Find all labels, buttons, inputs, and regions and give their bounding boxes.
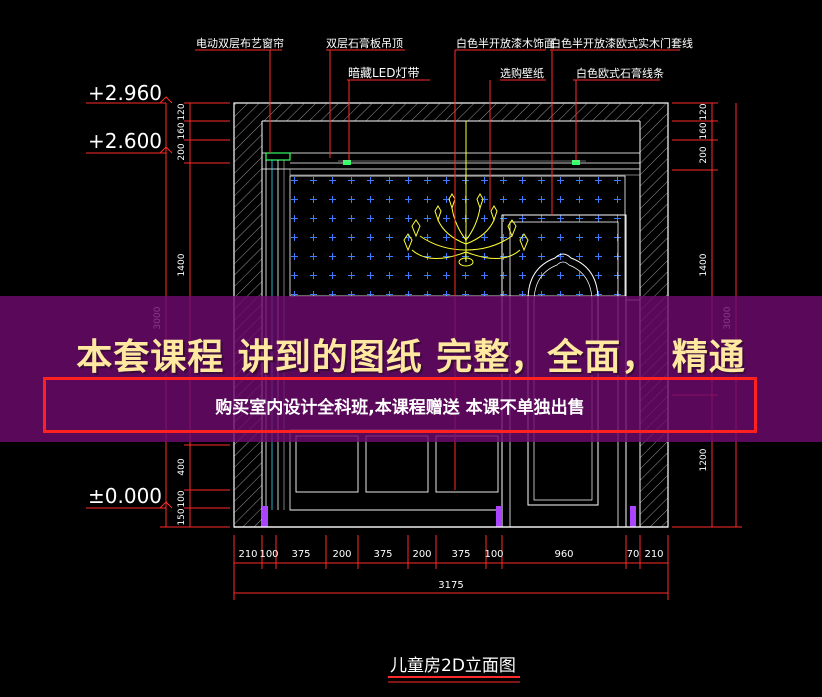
- bottom-dim-7: 100: [484, 549, 503, 560]
- bottom-dim-3: 200: [332, 549, 351, 560]
- total-width: 3175: [438, 580, 463, 591]
- level-floor: ±0.000: [88, 484, 162, 508]
- bottom-dimension-chain: [233, 535, 669, 600]
- level-top: +2.960: [88, 81, 162, 105]
- bottom-dim-6: 375: [451, 549, 470, 560]
- level-ceiling: +2.600: [88, 129, 162, 153]
- promo-subline: 购买室内设计全科班,本课程赠送 本课不单独出售: [215, 397, 585, 418]
- bottom-dim-9: 70: [627, 549, 640, 560]
- annotation-led: 暗藏LED灯带: [348, 65, 420, 80]
- ceiling: [261, 152, 641, 176]
- promo-box: 购买室内设计全科班,本课程赠送 本课不单独出售: [43, 377, 757, 433]
- right-dim-3: 1400: [699, 253, 709, 276]
- wainscot-panels: [234, 435, 668, 528]
- bottom-dim-1: 100: [259, 549, 278, 560]
- bottom-dim-10: 210: [644, 549, 663, 560]
- drawing-title: 儿童房2D立面图: [390, 656, 516, 676]
- wallpaper: [289, 175, 626, 511]
- right-dim-0: 120: [699, 103, 709, 120]
- chandelier: [403, 121, 529, 267]
- bottom-dim-8: 960: [554, 549, 573, 560]
- left-dim-2: 200: [177, 143, 187, 160]
- bottom-dim-0: 210: [238, 549, 257, 560]
- promo-band: [0, 296, 822, 442]
- left-dim-3: 1400: [177, 253, 187, 276]
- annotation-plaster-line: 白色欧式石膏线条: [576, 66, 664, 80]
- bottom-dim-4: 375: [373, 549, 392, 560]
- bottom-dim-2: 375: [291, 549, 310, 560]
- right-dim-1: 160: [699, 122, 709, 139]
- annotation-wood-panel: 白色半开放漆木饰面: [456, 36, 555, 50]
- annotation-wallpaper: 选购壁纸: [500, 66, 544, 80]
- bottom-dim-5: 200: [412, 549, 431, 560]
- left-dim-1: 160: [177, 122, 187, 139]
- left-dim-6: 100: [177, 490, 187, 507]
- leader-lines: [195, 49, 680, 490]
- left-dim-7: 150: [177, 508, 187, 525]
- promo-headline: 本套课程 讲到的图纸 完整，全面， 精通: [76, 337, 746, 378]
- annotation-curtain: 电动双层布艺窗帘: [196, 36, 284, 50]
- right-dim-2: 200: [699, 146, 709, 163]
- right-dim-5: 1200: [699, 448, 709, 471]
- annotation-ceiling-board: 双层石膏板吊顶: [326, 36, 403, 50]
- annotation-door-frame: 白色半开放漆欧式实木门套线: [550, 36, 693, 50]
- left-dim-0: 120: [177, 103, 187, 120]
- left-dim-5: 400: [177, 458, 187, 475]
